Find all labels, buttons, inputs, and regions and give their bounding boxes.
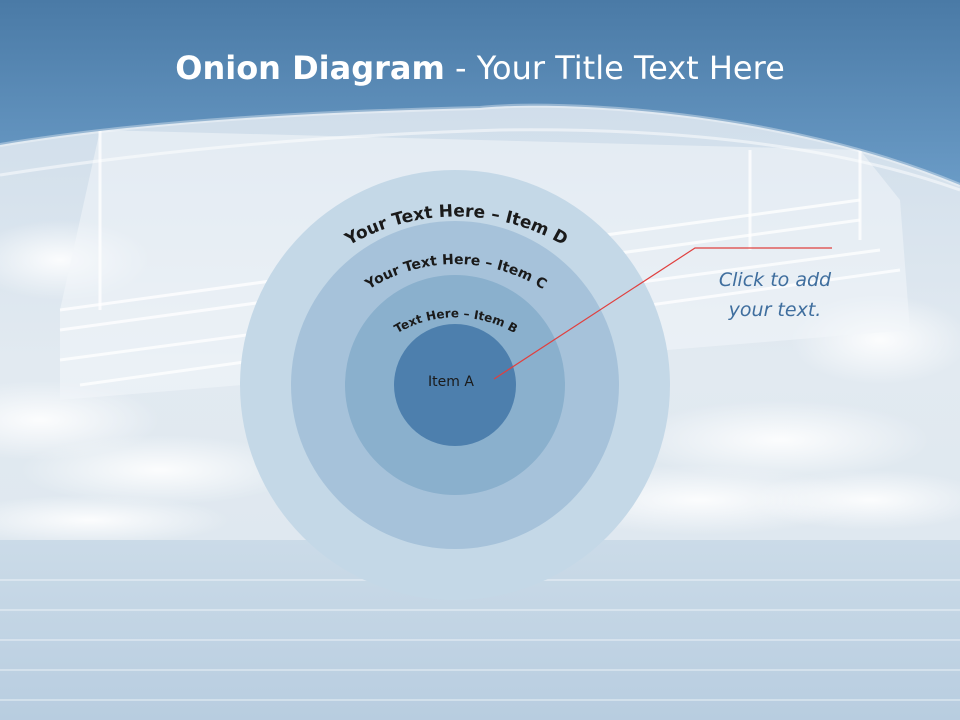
callout-line-1: Click to add xyxy=(718,269,832,291)
slide-title[interactable]: Onion Diagram - Your Title Text Here xyxy=(0,48,960,88)
ring-a-label: Item A xyxy=(428,374,474,390)
callout-line-2: your text. xyxy=(728,299,822,321)
ring-a[interactable] xyxy=(394,324,516,446)
callout-text[interactable]: Click to add your text. xyxy=(690,265,860,325)
callout-connector xyxy=(493,247,832,380)
title-bold: Onion Diagram xyxy=(175,49,445,87)
title-rest: - Your Title Text Here xyxy=(444,49,785,87)
